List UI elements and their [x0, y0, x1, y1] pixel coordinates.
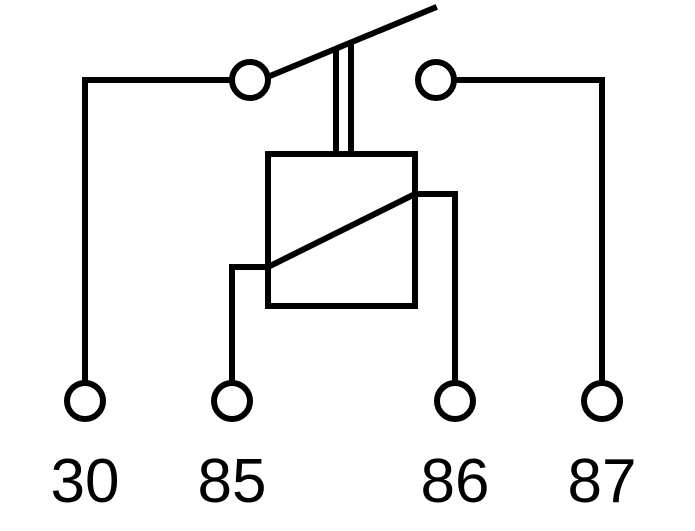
pin-label-30: 30: [51, 447, 120, 516]
pin-30-terminal: [64, 380, 106, 422]
switch-no-contact: [415, 59, 457, 101]
coil-winding: [263, 189, 420, 272]
pin-86-terminal: [434, 380, 476, 422]
wire-pin-86: [412, 191, 458, 385]
pin-85-terminal: [211, 380, 253, 422]
wire-pin-30: [82, 77, 235, 385]
pin-label-86: 86: [421, 447, 490, 516]
wire-pin-85: [229, 264, 271, 385]
pin-label-85: 85: [198, 447, 267, 516]
switch-common-contact: [229, 59, 271, 101]
coil-box: [265, 151, 418, 309]
wire-pin-87: [452, 77, 605, 385]
pin-label-87: 87: [568, 447, 637, 516]
pin-87-terminal: [581, 380, 623, 422]
